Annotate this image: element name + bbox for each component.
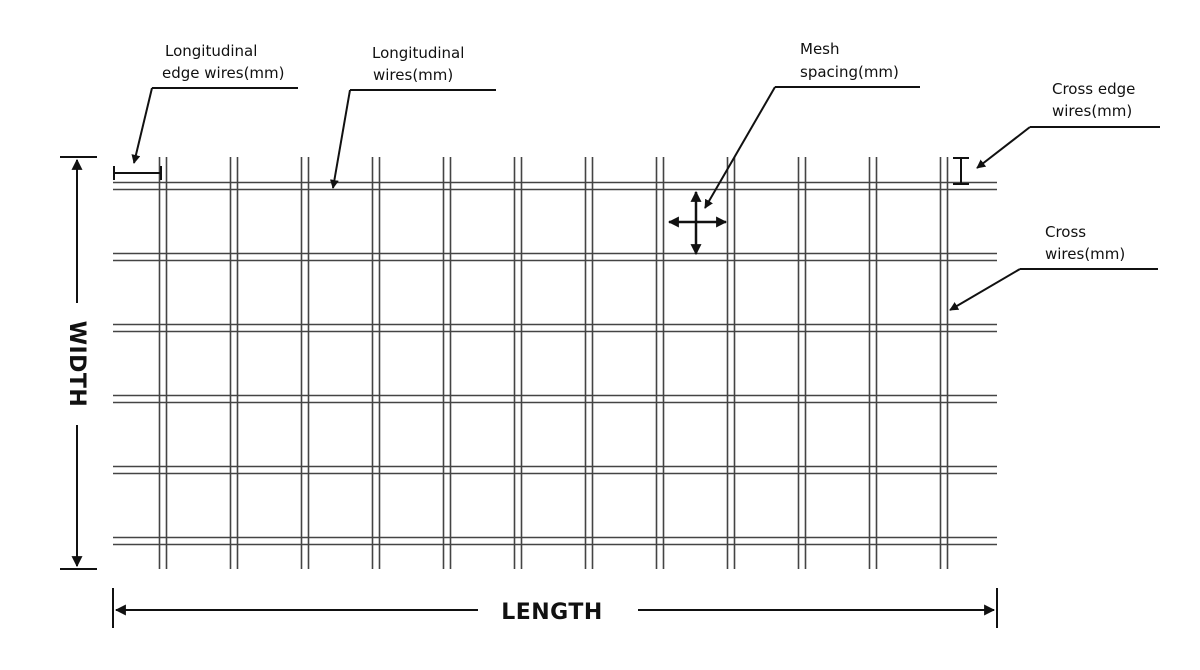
length-label: LENGTH xyxy=(501,600,603,625)
leader-arrow xyxy=(949,268,1021,311)
width-dimension: WIDTH xyxy=(60,156,97,570)
mesh-spacing-label-line2: spacing(mm) xyxy=(800,63,899,81)
cross-edge-wires-label-line2: wires(mm) xyxy=(1052,102,1132,120)
length-dimension: LENGTH xyxy=(112,588,998,628)
width-label: WIDTH xyxy=(64,321,89,408)
longitudinal-edge-wires-label-line1: Longitudinal xyxy=(165,42,257,60)
cross-wires-label-line2: wires(mm) xyxy=(1045,245,1125,263)
mesh-spacing-callout: Mesh spacing(mm) xyxy=(667,40,920,256)
cross-edge-wires-callout: Cross edge wires(mm) xyxy=(953,80,1160,185)
leader-arrow xyxy=(329,89,351,189)
longitudinal-wires-label-line2: wires(mm) xyxy=(373,66,453,84)
mesh-spacing-label-line1: Mesh xyxy=(800,40,840,58)
longitudinal-wires-callout: Longitudinal wires(mm) xyxy=(329,44,496,189)
longitudinal-wires xyxy=(113,181,997,546)
leader-arrow xyxy=(976,126,1031,169)
cross-wires-label-line1: Cross xyxy=(1045,223,1086,241)
leader-arrow xyxy=(131,87,153,164)
longitudinal-edge-wires-label-line2: edge wires(mm) xyxy=(162,64,285,82)
cross-edge-wires-label-line1: Cross edge xyxy=(1052,80,1135,98)
cross-wires-callout: Cross wires(mm) xyxy=(949,223,1158,311)
cross-wires xyxy=(158,157,949,569)
leader-arrow xyxy=(704,86,776,209)
longitudinal-edge-wires-callout: Longitudinal edge wires(mm) xyxy=(113,42,298,180)
longitudinal-wires-label-line1: Longitudinal xyxy=(372,44,464,62)
